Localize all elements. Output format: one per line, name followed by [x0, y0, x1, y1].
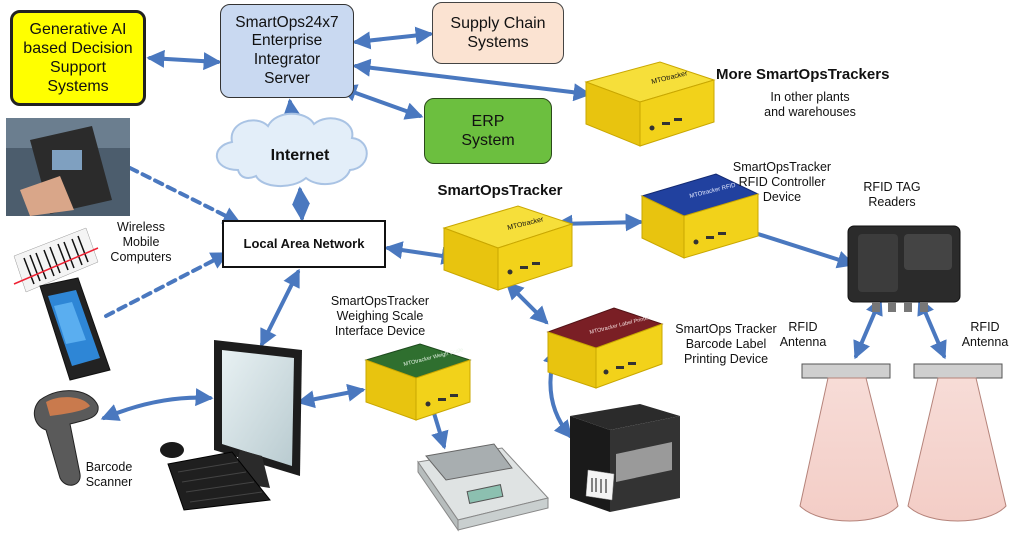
erp-system-label: ERP System — [461, 112, 515, 149]
barcode-printing-device-label: SmartOps Tracker Barcode Label Printing … — [675, 322, 777, 366]
more-trackers-title: More SmartOpsTrackers — [716, 66, 890, 83]
barcode-icon — [13, 227, 99, 293]
rfid-antenna-right — [907, 363, 1007, 522]
arrow-scanner-monitor — [100, 388, 214, 421]
wireless-mobile-label: Wireless Mobile Computers — [110, 220, 172, 264]
main-tracker-device: MTOtracker — [442, 205, 574, 291]
rfid-controller-device: MTOtracker RFID — [640, 173, 760, 259]
supply-chain-label: Supply Chain Systems — [450, 14, 546, 51]
rfid-controller-label: SmartOpsTracker RFID Controller Device — [732, 160, 832, 204]
supply-chain-box: Supply Chain Systems — [432, 2, 564, 64]
local-area-network-box: Local Area Network — [222, 220, 386, 268]
handheld-computer-photo — [6, 118, 130, 216]
arrow-genai-integrator — [146, 49, 222, 71]
rfid-reader-icon — [847, 225, 961, 312]
arrow-internet-lan — [291, 186, 311, 222]
mouse-icon — [160, 442, 184, 458]
gen-ai-decision-box: Generative AI based Decision Support Sys… — [10, 10, 146, 106]
arrow-integrator-erp — [338, 84, 424, 120]
arrow-rfid-controller-reader — [756, 232, 856, 269]
smartops-tracker-title: SmartOpsTracker — [437, 182, 563, 199]
internet-label: Internet — [271, 147, 330, 164]
label-printer-icon — [570, 404, 680, 512]
internet-cloud: Internet — [215, 112, 368, 187]
arrow-lan-monitor — [260, 268, 300, 348]
barcode-scanner-label: Barcode Scanner — [85, 460, 133, 489]
integrator-server-label: SmartOps24x7 Enterprise Integrator Serve… — [235, 13, 339, 87]
arrow-integrator-more-trackers — [352, 58, 592, 102]
integrator-server-box: SmartOps24x7 Enterprise Integrator Serve… — [220, 4, 354, 98]
keyboard-icon — [167, 451, 271, 511]
rfid-antenna-left-label: RFID Antenna — [779, 320, 827, 349]
rfid-tag-readers-label: RFID TAG Readers — [863, 180, 921, 209]
weighing-scale-icon — [417, 443, 549, 532]
arrow-phone-lan-dashed — [104, 252, 230, 318]
gen-ai-decision-label: Generative AI based Decision Support Sys… — [23, 20, 133, 96]
more-trackers-device: MTOtracker — [584, 61, 716, 147]
label-printing-device: MTOtracker Label Printer — [546, 307, 664, 389]
more-trackers-subtitle: In other plants and warehouses — [764, 90, 856, 119]
local-area-network-label: Local Area Network — [243, 236, 365, 252]
mobile-phone-icon — [39, 277, 111, 381]
weighing-scale-interface-label: SmartOpsTracker Weighing Scale Interface… — [330, 294, 430, 338]
weighing-interface-device: MTOtracker Weigh Scale — [364, 343, 472, 421]
rfid-antenna-left — [799, 363, 899, 522]
barcode-scanner-icon — [33, 390, 99, 486]
arrow-monitor-weigh-device — [296, 383, 366, 409]
arrow-integrator-supply — [352, 26, 434, 50]
rfid-antenna-right-label: RFID Antenna — [961, 320, 1009, 349]
arrow-handheld-lan-dashed — [128, 166, 242, 224]
erp-system-box: ERP System — [424, 98, 552, 164]
arrow-tracker-label-printer — [505, 281, 549, 325]
